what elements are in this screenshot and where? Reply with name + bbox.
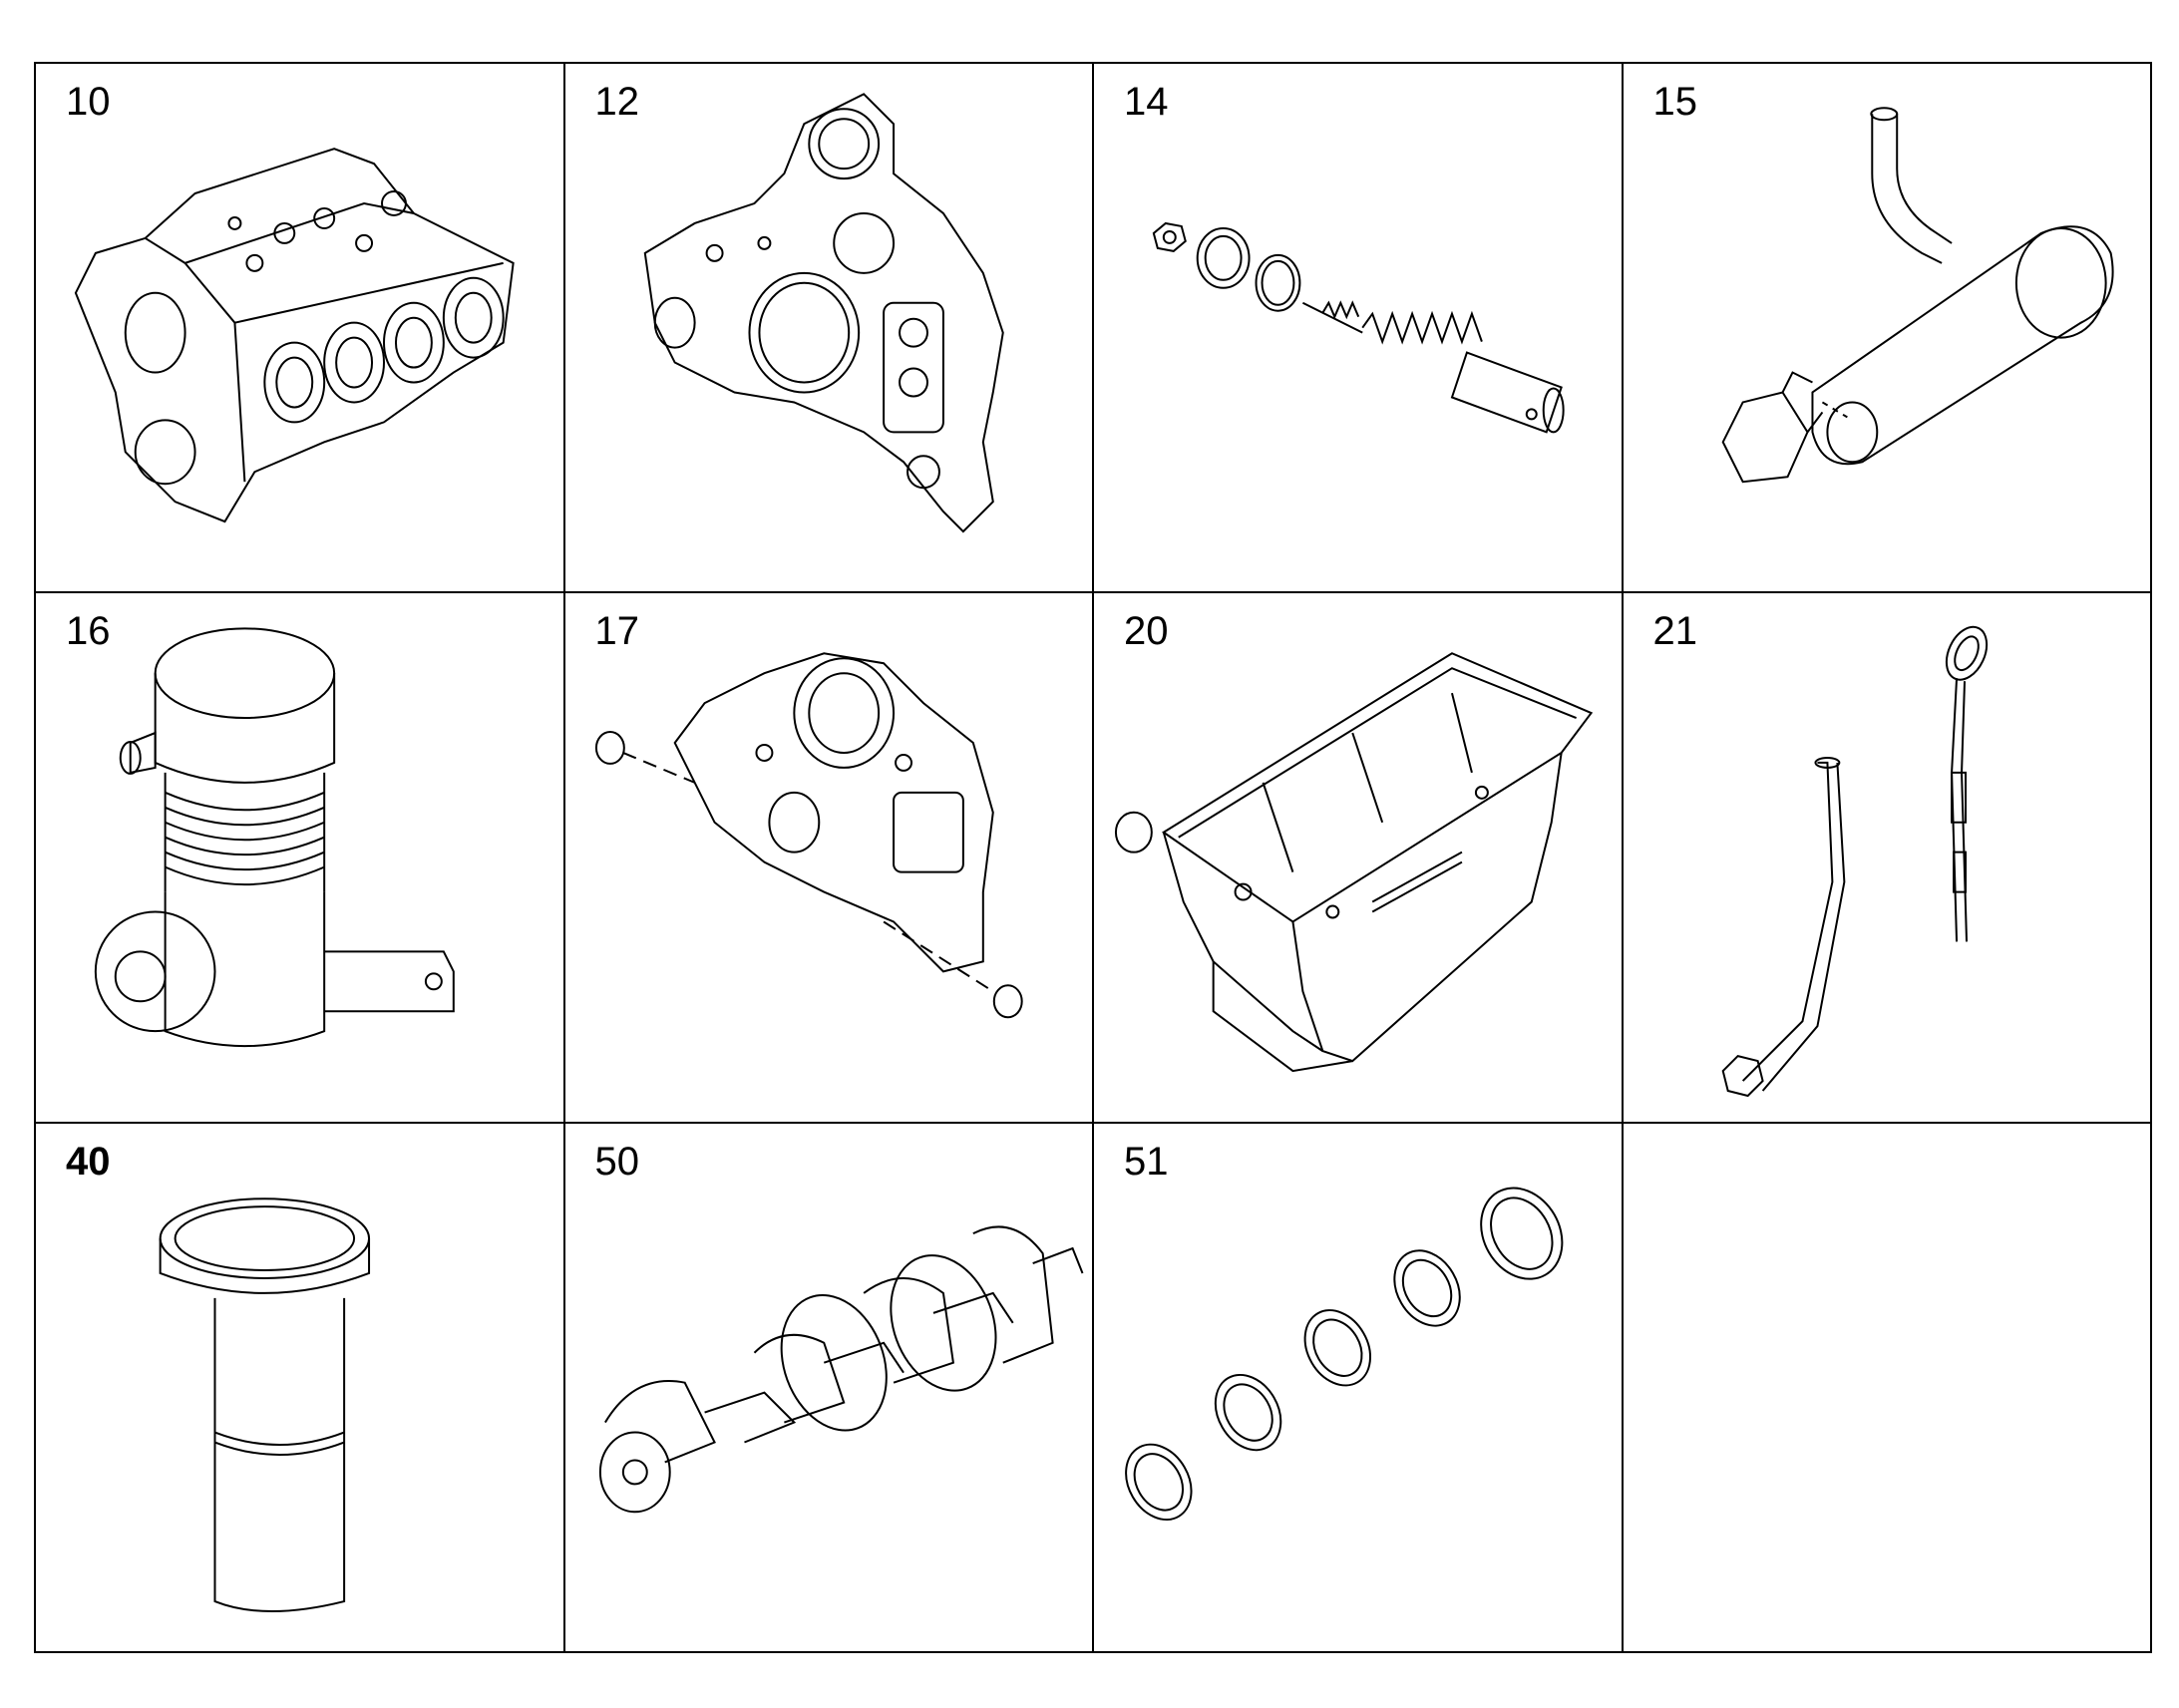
oil-pipe-icon — [1624, 64, 2151, 591]
cover-plugs-icon — [565, 593, 1093, 1121]
part-cell-10[interactable]: 10 — [36, 64, 565, 594]
oil-pan-icon — [1094, 593, 1622, 1121]
part-number: 15 — [1652, 80, 1698, 124]
part-number: 50 — [594, 1139, 640, 1184]
relief-valve-icon — [1094, 64, 1622, 591]
engine-block-icon — [36, 64, 563, 591]
part-number: 51 — [1124, 1139, 1169, 1184]
part-cell-15[interactable]: 15 — [1623, 64, 2152, 594]
empty-cell — [1623, 1123, 2152, 1653]
part-cell-12[interactable]: 12 — [564, 64, 1094, 594]
part-number: 14 — [1124, 80, 1169, 124]
oil-filter-housing-icon — [36, 593, 563, 1121]
part-cell-14[interactable]: 14 — [1094, 64, 1624, 594]
cylinder-liner-icon — [36, 1124, 563, 1651]
timing-cover-icon — [565, 64, 1093, 591]
part-cell-16[interactable]: 16 — [36, 593, 565, 1124]
part-number: 21 — [1652, 609, 1698, 654]
dipstick-icon — [1624, 593, 2151, 1121]
parts-grid: 10 12 — [34, 62, 2152, 1653]
part-cell-20[interactable]: 20 — [1094, 593, 1624, 1124]
part-cell-21[interactable]: 21 — [1623, 593, 2152, 1124]
part-number: 10 — [66, 80, 111, 124]
part-cell-17[interactable]: 17 — [564, 593, 1094, 1124]
part-cell-50[interactable]: 50 — [564, 1123, 1094, 1653]
part-number: 12 — [594, 80, 640, 124]
part-cell-40[interactable]: 40 — [36, 1123, 565, 1653]
part-number: 40 — [66, 1139, 111, 1184]
part-number: 20 — [1124, 609, 1169, 654]
part-number: 17 — [594, 609, 640, 654]
part-number: 16 — [66, 609, 111, 654]
part-cell-51[interactable]: 51 — [1094, 1123, 1624, 1653]
bearing-shells-icon — [1094, 1124, 1622, 1651]
crankshaft-icon — [565, 1124, 1093, 1651]
